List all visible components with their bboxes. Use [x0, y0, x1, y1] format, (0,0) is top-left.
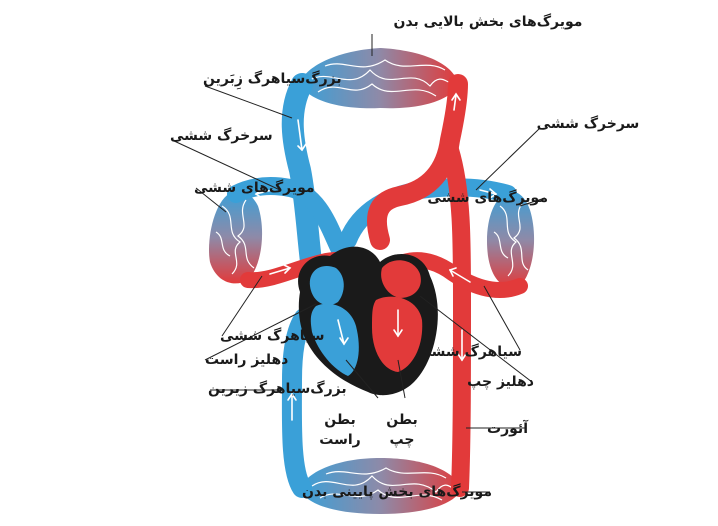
label-superior-vena-cava: بزرگ‌سیاهرگ زِبَرین — [203, 70, 342, 89]
right-lung-capillaries — [487, 192, 534, 288]
label-upper-body-capillaries: مویرگ‌های بخش بالایی بدن — [394, 13, 583, 30]
label-inferior-vena-cava: بزرگ‌سیاهرگ زیرین — [208, 380, 347, 397]
label-right-ventricle-line1: بطن — [324, 412, 356, 428]
label-pulmonary-artery-right: سرخرگ ششی — [537, 115, 640, 132]
label-pulmonary-capillaries-right: مویرگ‌های ششی — [427, 189, 548, 206]
label-pulmonary-vein-left: سیاهرگ ششی — [220, 327, 325, 344]
label-left-atrium: دهلیز چپ — [467, 374, 534, 390]
label-lower-body-capillaries: مویرگ‌های بخش پایینی بدن — [302, 483, 492, 500]
label-pulmonary-vein-right: سیاهرگ ششی — [417, 343, 522, 360]
label-aorta: آئورت — [487, 419, 529, 437]
label-pulmonary-capillaries-left: مویرگ‌های ششی — [194, 179, 315, 196]
label-right-ventricle-line2: راست — [319, 432, 360, 448]
label-left-ventricle-line1: بطن — [386, 412, 418, 428]
label-left-ventricle-line2: چپ — [390, 432, 415, 448]
heart — [298, 247, 438, 396]
label-pulmonary-artery-left: سرخرگ ششی — [170, 127, 273, 144]
label-right-atrium: دهلیز راست — [205, 352, 288, 368]
